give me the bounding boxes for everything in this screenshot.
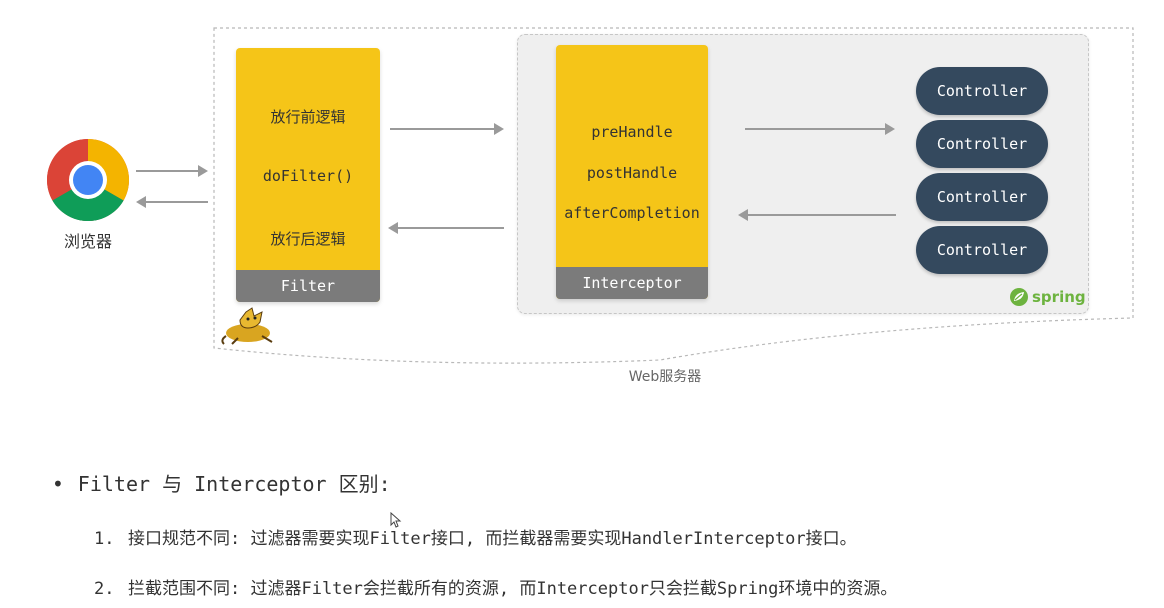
arrow-interceptor-to-filter — [388, 222, 504, 234]
interceptor-label: Interceptor — [556, 267, 708, 299]
controller-4: Controller — [916, 226, 1048, 274]
note-item-1: 1. 接口规范不同: 过滤器需要实现Filter接口, 而拦截器需要实现Handl… — [94, 524, 857, 549]
controller-1: Controller — [916, 67, 1048, 115]
mouse-cursor-icon — [390, 512, 402, 528]
arrow-filter-to-browser — [136, 196, 208, 208]
tomcat-icon — [221, 307, 273, 345]
interceptor-posthandle: postHandle — [586, 164, 678, 182]
note-text: 接口规范不同: 过滤器需要实现Filter接口, 而拦截器需要实现Handler… — [128, 529, 857, 549]
arrow-browser-to-filter — [136, 165, 208, 177]
interceptor-block: preHandle postHandle afterCompletion Int… — [556, 45, 708, 299]
notes-title-text: Filter 与 Interceptor 区别: — [77, 472, 391, 496]
note-item-2: 2. 拦截范围不同: 过滤器Filter会拦截所有的资源, 而Intercepto… — [94, 574, 897, 599]
interceptor-prehandle: preHandle — [591, 123, 673, 141]
chrome-icon — [47, 139, 129, 221]
spring-logo: spring — [1009, 287, 1086, 307]
web-server-label: Web服务器 — [628, 369, 702, 385]
filter-do-filter: doFilter() — [262, 167, 354, 185]
note-number: 1. — [94, 529, 115, 549]
controller-3: Controller — [916, 173, 1048, 221]
bullet-icon: • — [52, 472, 64, 496]
filter-post-logic: 放行后逻辑 — [270, 230, 346, 248]
filter-pre-logic: 放行前逻辑 — [270, 108, 346, 126]
browser: 浏览器 — [38, 138, 138, 252]
interceptor-aftercompletion: afterCompletion — [564, 204, 700, 222]
filter-label: Filter — [236, 270, 380, 302]
browser-label: 浏览器 — [63, 232, 112, 251]
arrow-filter-to-interceptor — [390, 123, 504, 135]
arrow-controller-to-interceptor — [738, 209, 896, 221]
note-text: 拦截范围不同: 过滤器Filter会拦截所有的资源, 而Interceptor只… — [128, 579, 898, 599]
arrow-interceptor-to-controller — [745, 123, 895, 135]
controller-2: Controller — [916, 120, 1048, 168]
note-number: 2. — [94, 579, 115, 599]
spring-leaf-icon — [1010, 288, 1028, 306]
filter-block: 放行前逻辑 doFilter() 放行后逻辑 Filter — [236, 48, 380, 302]
notes-title: • Filter 与 Interceptor 区别: — [52, 468, 391, 497]
spring-logo-text: spring — [1032, 288, 1086, 306]
